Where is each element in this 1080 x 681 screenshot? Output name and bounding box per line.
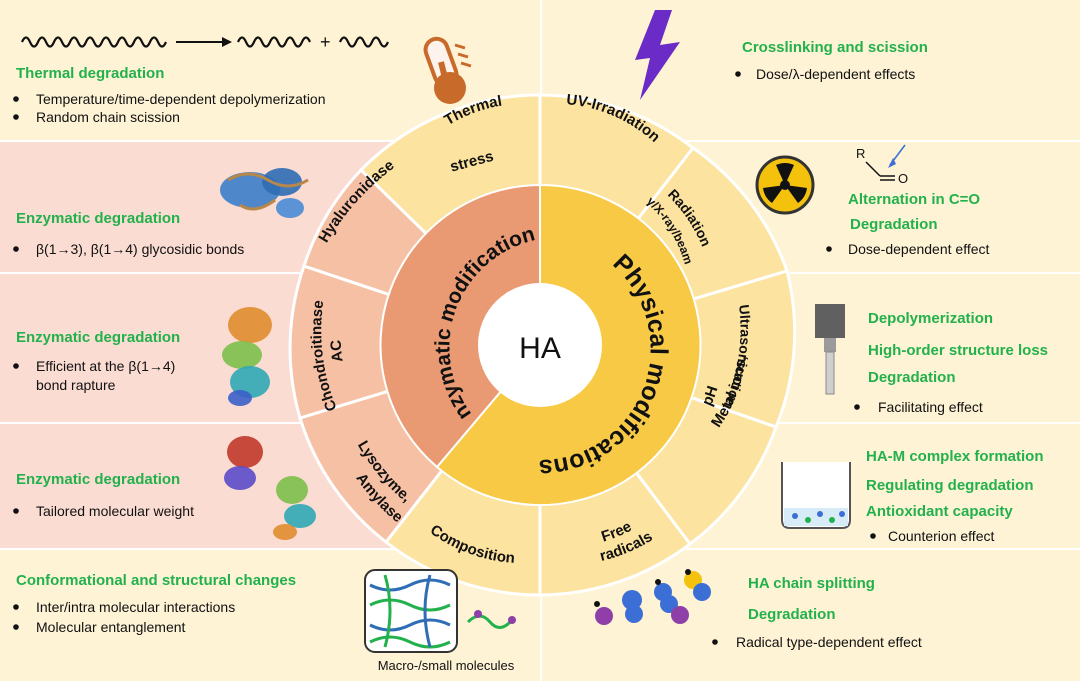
ultrasonication-bullet-1: Facilitating effect bbox=[878, 399, 983, 415]
radicals-title-1: HA chain splitting bbox=[748, 575, 875, 592]
segment-label-chondroitinase-2: AC bbox=[328, 339, 347, 363]
metal-title-2: Regulating degradation bbox=[866, 477, 1034, 494]
metal-title-1: HA-M complex formation bbox=[866, 448, 1044, 465]
polymer-network-icon bbox=[364, 569, 458, 653]
chondroitinase-title: Enzymatic degradation bbox=[16, 329, 180, 346]
uv-title: Crosslinking and scission bbox=[742, 39, 928, 56]
svg-text:R: R bbox=[856, 146, 865, 161]
arrow-head-icon bbox=[222, 37, 232, 47]
thermal-title: Thermal degradation bbox=[16, 65, 164, 82]
bullet-dot bbox=[13, 508, 19, 514]
center-circle bbox=[478, 283, 602, 407]
bullet-dot bbox=[854, 404, 860, 410]
composition-bullet-2: Molecular entanglement bbox=[36, 619, 186, 635]
enzymatic-ring bbox=[379, 183, 541, 469]
lysozyme-bullet-1: Tailored molecular weight bbox=[36, 503, 194, 519]
chondroitinase-bullet-2: bond rapture bbox=[36, 377, 116, 393]
bullet-dot bbox=[13, 114, 19, 120]
chain-fragment-icon bbox=[236, 36, 312, 48]
metal-title-3: Antioxidant capacity bbox=[866, 503, 1013, 520]
radiation-hazard-icon bbox=[755, 155, 815, 215]
lysozyme-title: Enzymatic degradation bbox=[16, 471, 180, 488]
panel-hyaluronidase: Enzymatic degradation β(1→3), β(1→4) gly… bbox=[13, 168, 309, 257]
thermometer-icon bbox=[423, 36, 472, 104]
panel-ultrasonication: Depolymerization High-order structure lo… bbox=[815, 304, 1048, 415]
radiation-bullet-1: Dose-dependent effect bbox=[848, 241, 990, 257]
plus-sign: + bbox=[320, 32, 331, 52]
ultrasonic-probe-icon bbox=[815, 304, 845, 395]
bullet-dot bbox=[13, 363, 19, 369]
chondroitinase-bullet-1: Efficient at the β(1→4) bbox=[36, 358, 175, 374]
thermal-bullet-2: Random chain scission bbox=[36, 109, 180, 125]
bullet-dot bbox=[826, 246, 832, 252]
svg-text:O: O bbox=[898, 171, 908, 186]
bullet-dot bbox=[13, 96, 19, 102]
chain-fragment-icon bbox=[338, 36, 390, 48]
panel-lysozyme: Enzymatic degradation Tailored molecular… bbox=[13, 436, 316, 540]
radiation-title-1: Alternation in C=O bbox=[848, 191, 980, 208]
protein-structure-icon bbox=[220, 168, 309, 218]
panel-metal: HA-M complex formation Regulating degrad… bbox=[781, 448, 1044, 544]
ultrasonication-title-3: Degradation bbox=[868, 369, 956, 386]
small-molecule-icon bbox=[466, 610, 516, 629]
uv-bullet-1: Dose/λ-dependent effects bbox=[756, 66, 915, 82]
protein-structure-icon bbox=[222, 307, 272, 406]
panel-radiation: R O Alternation in C=O Degradation Dose-… bbox=[755, 144, 990, 257]
metal-bullet-1: Counterion effect bbox=[888, 528, 994, 544]
beaker-icon bbox=[781, 462, 851, 529]
bullet-dot bbox=[712, 639, 718, 645]
bullet-dot bbox=[735, 71, 741, 77]
hyaluronidase-bullet-1: β(1→3), β(1→4) glycosidic bonds bbox=[36, 241, 244, 257]
protein-structure-icon bbox=[224, 436, 316, 540]
radicals-bullet-1: Radical type-dependent effect bbox=[736, 634, 922, 650]
composition-title: Conformational and structural changes bbox=[16, 572, 296, 589]
carbonyl-structure-icon: R O bbox=[856, 144, 908, 186]
panel-uv: Crosslinking and scission Dose/λ-depende… bbox=[635, 10, 928, 100]
composition-bullet-1: Inter/intra molecular interactions bbox=[36, 599, 235, 615]
bullet-dot bbox=[870, 533, 876, 539]
center-label: HA bbox=[519, 332, 561, 365]
segment-label-metal-2: pH bbox=[699, 384, 722, 408]
polymer-chain-icon bbox=[20, 36, 168, 48]
panel-chondroitinase: Enzymatic degradation Efficient at the β… bbox=[13, 307, 272, 406]
composition-caption: Macro-/small molecules bbox=[378, 658, 515, 673]
panel-composition: Conformational and structural changes In… bbox=[13, 569, 516, 673]
panel-thermal: + Thermal degradation Temperature/time-d… bbox=[13, 32, 472, 125]
radical-molecules-icon bbox=[594, 569, 711, 625]
ultrasonication-title-2: High-order structure loss bbox=[868, 342, 1048, 359]
lightning-icon bbox=[635, 10, 680, 100]
bullet-dot bbox=[13, 624, 19, 630]
bullet-dot bbox=[13, 246, 19, 252]
hyaluronidase-title: Enzymatic degradation bbox=[16, 210, 180, 227]
panel-radicals: HA chain splitting Degradation Radical t… bbox=[594, 569, 922, 650]
thermal-bullet-1: Temperature/time-dependent depolymerizat… bbox=[36, 91, 326, 107]
radicals-title-2: Degradation bbox=[748, 606, 836, 623]
ultrasonication-title-1: Depolymerization bbox=[868, 310, 993, 327]
bullet-dot bbox=[13, 604, 19, 610]
radiation-title-2: Degradation bbox=[850, 216, 938, 233]
